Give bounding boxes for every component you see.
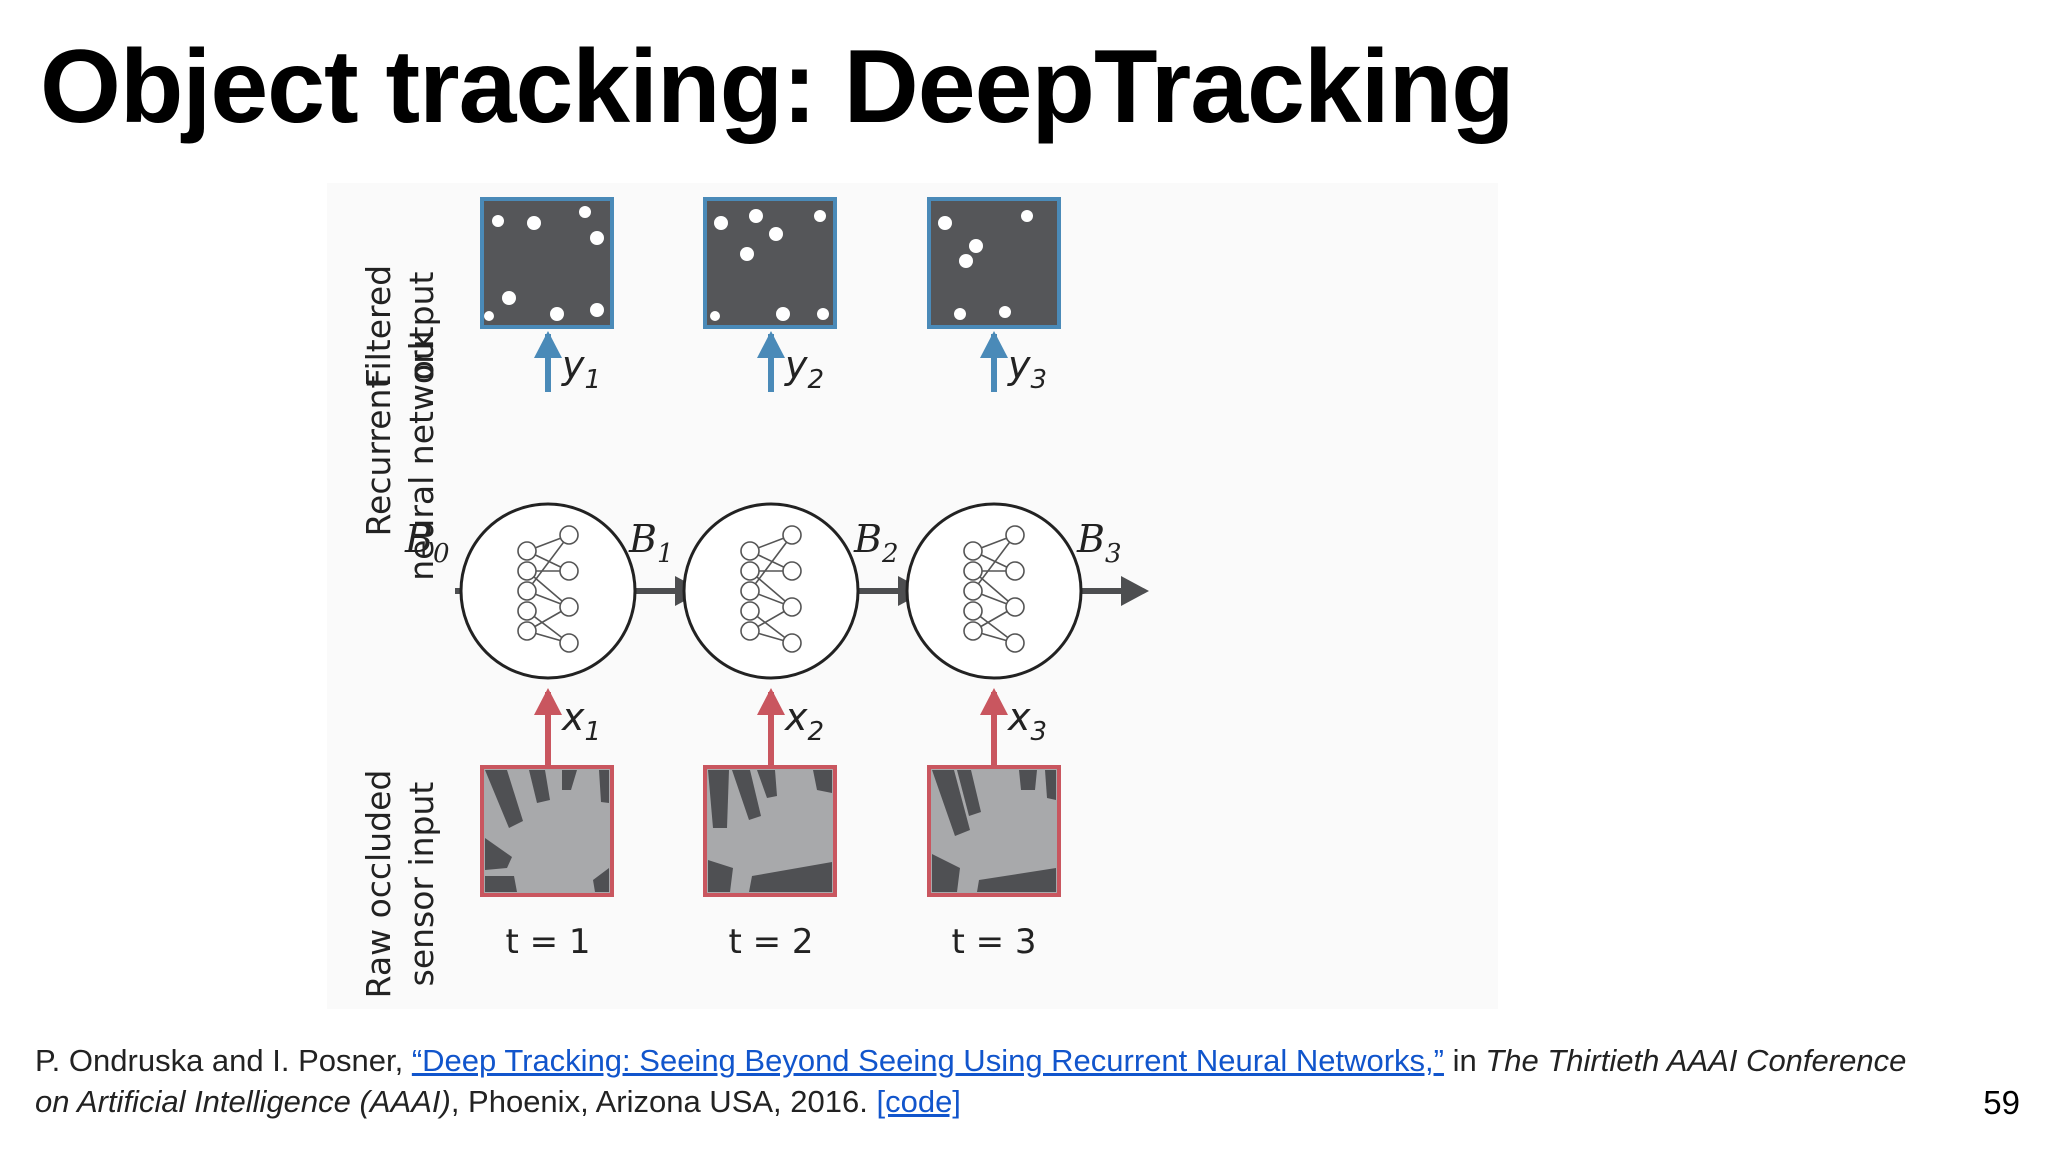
row-label-filtered-line1: Filtered xyxy=(359,265,398,387)
output-arrowhead-3 xyxy=(980,331,1008,358)
filtered-output-frame-2 xyxy=(703,197,837,329)
row-label-rnn-line1: Recurrent xyxy=(359,376,398,537)
slide-title: Object tracking: DeepTracking xyxy=(40,29,1515,145)
citation-location: , Phoenix, Arizona USA, 2016. xyxy=(450,1084,877,1119)
belief-arrowhead-3 xyxy=(1121,576,1149,606)
row-label-filtered-line2: output xyxy=(402,272,441,381)
neural-net-icon-3 xyxy=(963,525,1025,653)
time-label-1: t = 1 xyxy=(505,922,590,962)
output-arrowhead-2 xyxy=(757,331,785,358)
time-step-2: y2 x2 t = 2 xyxy=(682,197,860,962)
time-label-3: t = 3 xyxy=(951,922,1036,962)
time-label-2: t = 2 xyxy=(728,922,813,962)
citation-in: in xyxy=(1443,1043,1486,1078)
time-step-3: y3 x3 t = 3 xyxy=(905,197,1083,962)
deeptracking-diagram: Filtered output Recurrent neural network… xyxy=(359,197,1149,998)
tracked-objects-1 xyxy=(484,206,604,321)
paper-link[interactable]: “Deep Tracking: Seeing Beyond Seeing Usi… xyxy=(411,1043,1444,1078)
rnn-cell-2 xyxy=(682,502,860,680)
belief-label-0: B0 xyxy=(404,517,449,569)
figure-panel: Filtered output Recurrent neural network… xyxy=(327,183,1498,1009)
row-label-raw-line1: Raw occluded xyxy=(359,770,398,999)
input-arrowhead-3 xyxy=(980,688,1008,715)
neural-net-icon-2 xyxy=(740,525,802,653)
input-label-1: x1 xyxy=(561,695,601,747)
input-label-3: x3 xyxy=(1007,695,1047,747)
filtered-output-frame-3 xyxy=(927,197,1061,329)
belief-label-1: B1 xyxy=(628,517,673,569)
rnn-cell-1 xyxy=(459,502,637,680)
row-labels: Filtered output Recurrent neural network… xyxy=(359,265,441,998)
belief-label-3: B3 xyxy=(1076,517,1121,569)
input-label-2: x2 xyxy=(784,695,824,747)
output-label-2: y2 xyxy=(784,343,824,395)
input-arrowhead-1 xyxy=(534,688,562,715)
page-number: 59 xyxy=(1983,1084,2020,1121)
output-label-1: y1 xyxy=(561,343,601,395)
citation-authors: P. Ondruska and I. Posner, xyxy=(35,1043,412,1078)
citation: P. Ondruska and I. Posner, “Deep Trackin… xyxy=(35,1040,1935,1122)
citation-venue: The Thirtieth AAAI Conference on Artific… xyxy=(35,1043,1907,1119)
occluders-3 xyxy=(932,770,1056,892)
row-label-raw-line2: sensor input xyxy=(402,782,441,987)
row-label-rnn-line2: neural network xyxy=(402,330,441,580)
rnn-cell-3 xyxy=(905,502,1083,680)
tracked-objects-2 xyxy=(710,209,829,321)
time-step-1: y1 x1 t = 1 xyxy=(459,197,637,962)
input-arrowhead-2 xyxy=(757,688,785,715)
occluders-2 xyxy=(708,770,832,892)
output-arrowhead-1 xyxy=(534,331,562,358)
belief-label-2: B2 xyxy=(853,517,898,569)
tracked-objects-3 xyxy=(938,210,1033,320)
occluders-1 xyxy=(485,770,609,892)
code-link[interactable]: [code] xyxy=(876,1084,961,1119)
output-label-3: y3 xyxy=(1007,343,1047,395)
neural-net-icon-1 xyxy=(517,525,579,653)
